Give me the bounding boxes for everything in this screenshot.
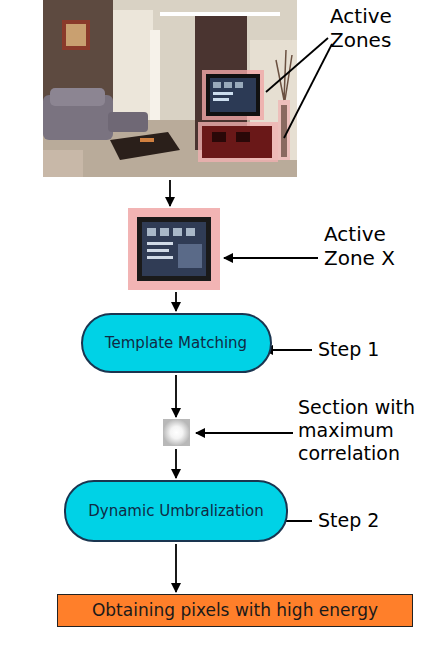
result-box: Obtaining pixels with high energy	[57, 594, 413, 627]
callout-label: Section with maximum correlation	[298, 396, 438, 464]
node-text: Template Matching	[105, 334, 247, 353]
step-label: Step 2	[318, 509, 418, 532]
process-pill: Template Matching	[81, 313, 272, 373]
flow-arrow	[175, 375, 177, 417]
node-text: Dynamic Umbralization	[88, 502, 264, 521]
callout-label: Active Zone X	[324, 222, 428, 270]
leader-line	[284, 44, 332, 138]
flow-arrow	[175, 449, 177, 478]
node-text: Obtaining pixels with high energy	[92, 600, 378, 621]
flow-arrow	[175, 292, 177, 311]
step-label: Step 1	[318, 338, 418, 361]
room-photo	[43, 0, 297, 177]
correlation-patch	[163, 419, 190, 446]
pointer-arrow	[224, 257, 318, 259]
process-pill: Dynamic Umbralization	[64, 480, 288, 542]
flow-arrow	[169, 180, 171, 206]
pointer-arrow	[196, 432, 293, 434]
callout-label: Active Zones	[330, 4, 422, 52]
flow-arrow	[175, 544, 177, 592]
leader-line	[266, 38, 328, 92]
active-zone-image	[128, 208, 220, 290]
